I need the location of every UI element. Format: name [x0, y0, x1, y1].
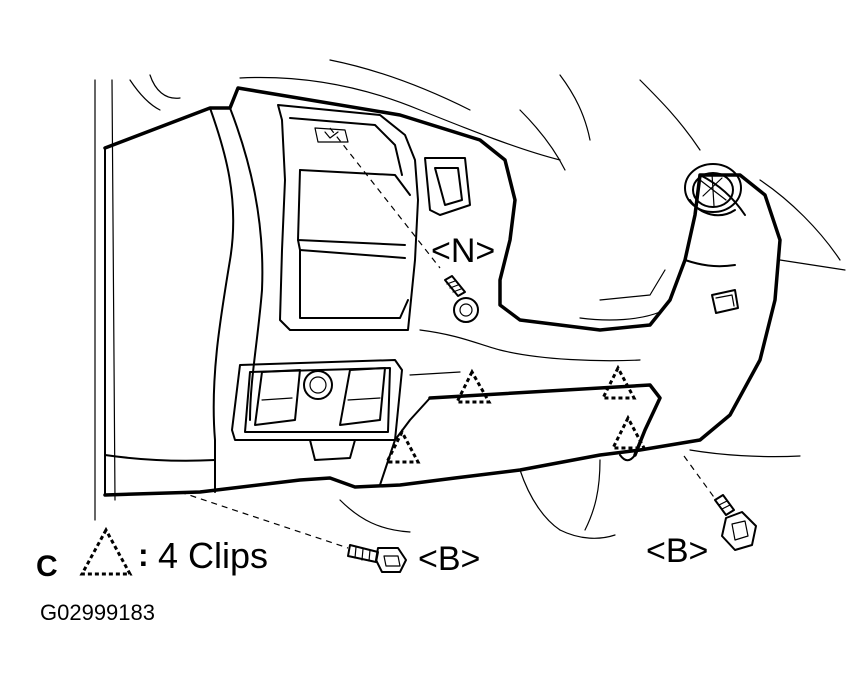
background-structure — [94, 59, 846, 539]
side-slot — [424, 157, 471, 216]
lower-trim-section — [379, 371, 662, 486]
clip-icon — [454, 368, 492, 404]
legend-colon: : — [138, 537, 149, 573]
legend-text: 4 Clips — [158, 535, 268, 576]
bolt-icon — [375, 547, 407, 573]
legend: C : 4 Clips — [36, 526, 268, 583]
ignition-cylinder — [684, 163, 742, 217]
bolt-b-right — [683, 455, 757, 551]
right-square-button — [711, 289, 739, 314]
bolt-b-left — [179, 491, 407, 573]
lower-dash-panel — [103, 86, 782, 497]
clip-icon — [600, 364, 637, 400]
figure-id: G02999183 — [40, 600, 155, 625]
switch-housing — [231, 359, 403, 461]
bolt-icon — [453, 297, 479, 323]
callout-b-right-label: <B> — [646, 532, 708, 570]
callout-b-left-label: <B> — [418, 540, 480, 578]
dashed-triangle-icon — [79, 526, 133, 576]
clip-icon — [384, 428, 421, 464]
upper-recess — [277, 104, 419, 331]
legend-letter: C — [36, 550, 58, 583]
clip-markers — [384, 364, 647, 464]
callout-n-label: <N> — [431, 232, 495, 270]
screw-n — [329, 127, 479, 323]
bolt-icon — [721, 511, 757, 551]
clip-icon — [610, 414, 647, 450]
